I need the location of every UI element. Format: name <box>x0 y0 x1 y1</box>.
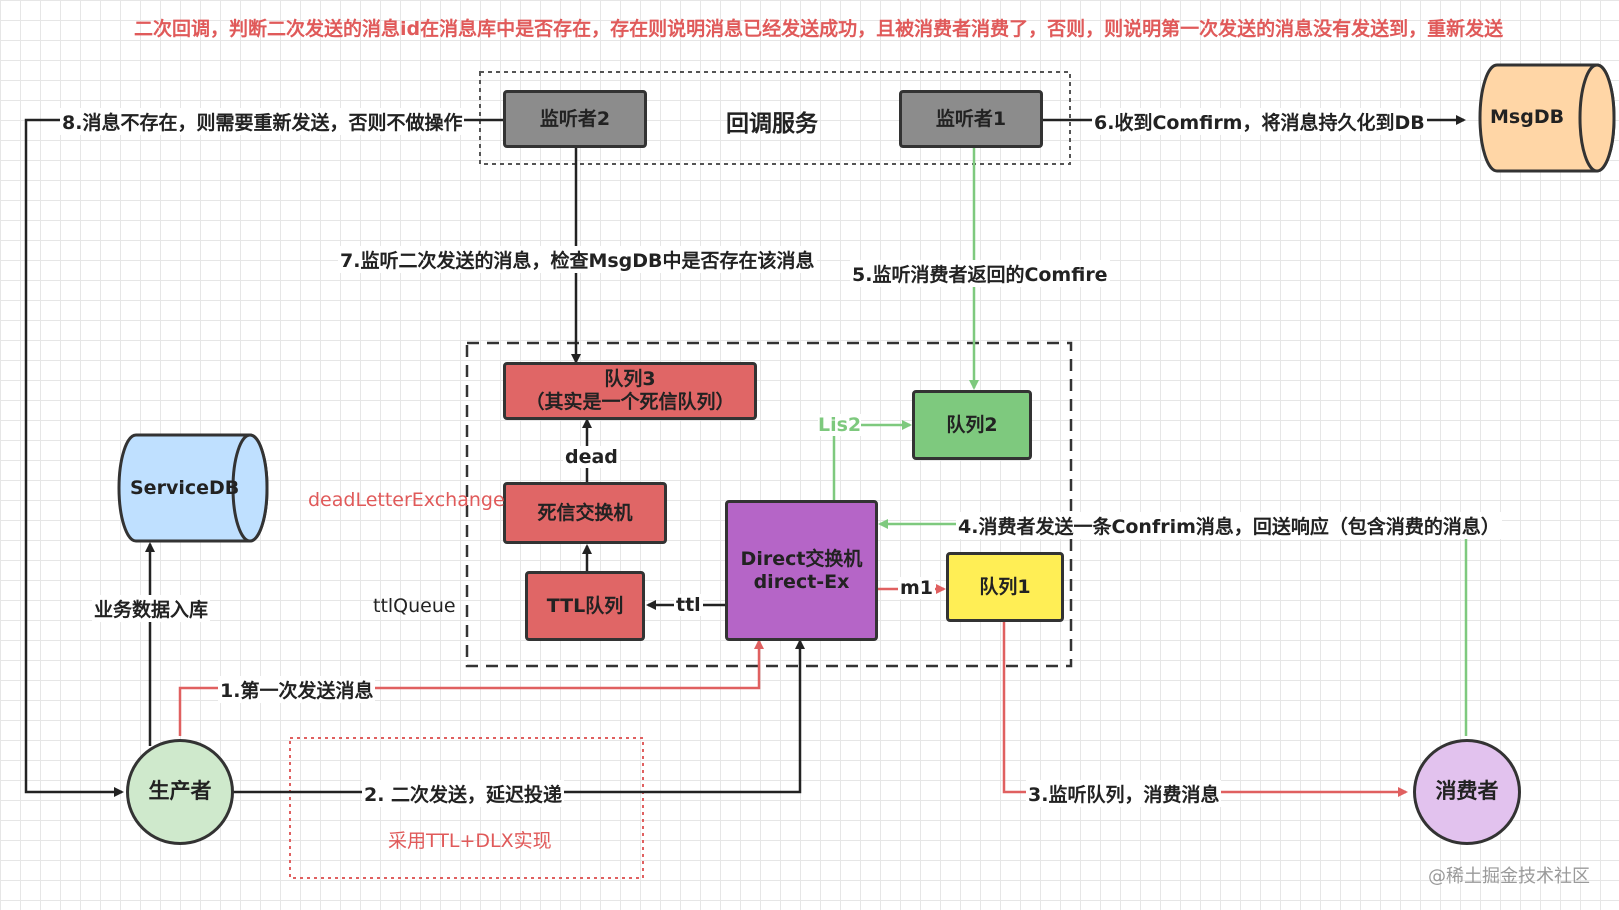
edge-label-ttl-dlx-note: 采用TTL+DLX实现 <box>388 830 552 852</box>
listener2-label: 监听者2 <box>539 107 611 130</box>
queue2-node: 队列2 <box>912 390 1032 460</box>
queue1-node: 队列1 <box>946 552 1064 622</box>
ttl-queue-label: TTL队列 <box>546 594 624 617</box>
edge-label-step3: 3.监听队列，消费消息 <box>1026 780 1222 807</box>
edge-label-step5: 5.监听消费者返回的Comfire <box>850 260 1110 287</box>
edge-label-ttl-queue-name: ttlQueue <box>373 595 456 617</box>
queue3-sublabel: （其实是一个死信队列） <box>525 391 735 413</box>
queue3-node: 队列3 （其实是一个死信队列） <box>503 362 757 420</box>
edge-lis2 <box>832 420 912 500</box>
direct-exchange-sublabel: direct-Ex <box>753 570 850 593</box>
header-note: 二次回调，判断二次发送的消息id在消息库中是否存在，存在则说明消息已经发送成功，… <box>134 18 1504 40</box>
edge-label-step1: 1.第一次发送消息 <box>218 676 376 703</box>
edge-label-ttl: ttl <box>674 594 703 616</box>
edge-label-step8: 8.消息不存在，则需要重新发送，否则不做操作 <box>60 108 465 135</box>
producer-node: 生产者 <box>126 739 234 845</box>
queue2-label: 队列2 <box>946 413 998 436</box>
edge-label-m1: m1 <box>898 577 936 599</box>
consumer-label: 消费者 <box>1435 779 1499 804</box>
msgdb-cylinder <box>1478 63 1616 173</box>
producer-label: 生产者 <box>148 779 212 804</box>
watermark: @稀土掘金技术社区 <box>1428 866 1590 887</box>
edge-step3 <box>1002 622 1408 797</box>
edge-step2 <box>232 639 805 794</box>
edge-label-dead-letter-exchange: deadLetterExchange <box>308 489 505 511</box>
direct-exchange-node: Direct交换机 direct-Ex <box>725 500 878 641</box>
callback-service-group <box>479 71 1071 165</box>
edge-label-step2: 2. 二次发送，延迟投递 <box>362 780 565 807</box>
servicedb-cylinder <box>117 433 269 543</box>
dead-letter-exchange-label: 死信交换机 <box>537 501 633 524</box>
queue3-label: 队列3 <box>604 368 656 391</box>
msgdb-label: MsgDB <box>1490 106 1565 128</box>
listener1-node: 监听者1 <box>899 90 1043 148</box>
callback-group-label: 回调服务 <box>726 111 818 137</box>
listener1-label: 监听者1 <box>935 107 1007 130</box>
direct-exchange-label: Direct交换机 <box>740 547 863 570</box>
consumer-node: 消费者 <box>1413 739 1521 845</box>
ttl-queue-node: TTL队列 <box>525 571 645 641</box>
edge-label-step6: 6.收到Comfirm，将消息持久化到DB <box>1092 108 1427 135</box>
edge-label-business-store: 业务数据入库 <box>92 595 211 622</box>
delay-delivery-group <box>289 737 644 879</box>
edge-label-step7: 7.监听二次发送的消息，检查MsgDB中是否存在该消息 <box>338 246 817 273</box>
edge-label-dead: dead <box>563 446 620 468</box>
listener2-node: 监听者2 <box>503 90 647 148</box>
mq-group <box>465 341 1073 668</box>
dead-letter-exchange-node: 死信交换机 <box>503 482 667 544</box>
edge-step1 <box>178 639 764 736</box>
edge-label-lis2: Lis2 <box>818 414 862 436</box>
queue1-label: 队列1 <box>979 575 1031 598</box>
servicedb-label: ServiceDB <box>130 477 240 499</box>
edge-label-step4: 4.消费者发送一条Confrim消息，回送响应（包含消费的消息） <box>956 512 1502 539</box>
